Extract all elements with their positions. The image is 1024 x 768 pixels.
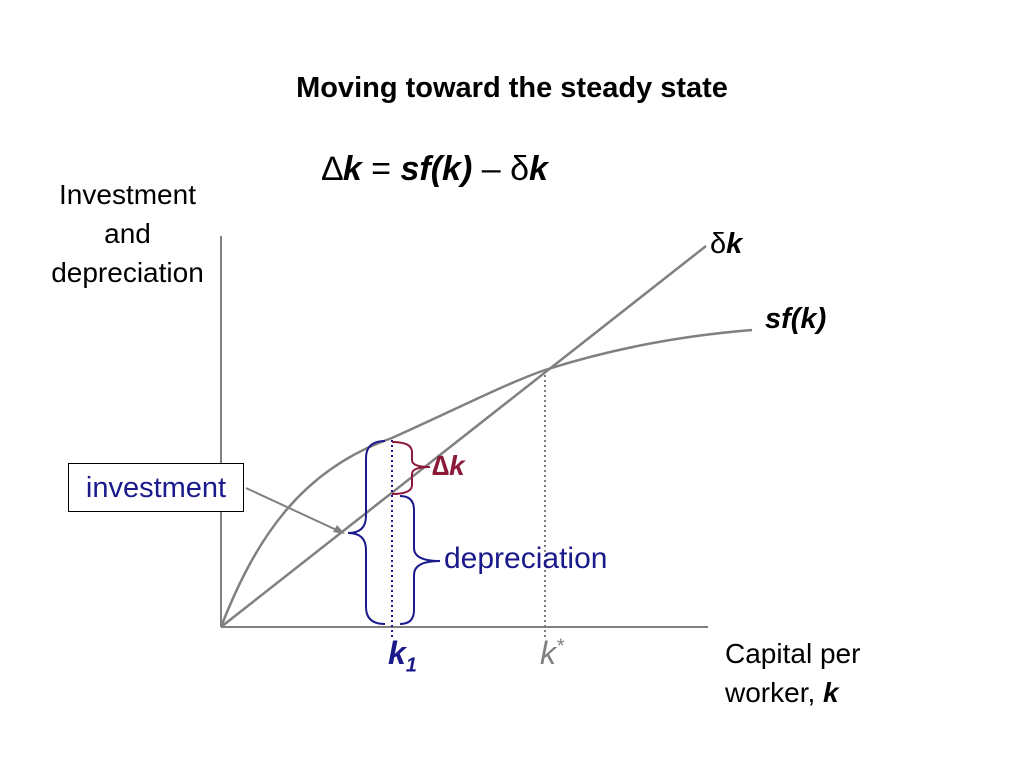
investment-arrowhead [333,525,345,534]
delta-k-symbol: ∆ [432,450,450,481]
eq-k: k [342,150,362,188]
depreciation-label: depreciation [444,542,608,575]
investment-curve [219,328,753,628]
kstar-main: k [540,635,556,671]
k1-subscript: 1 [405,654,417,677]
depreciation-brace [399,495,441,625]
eq-sfk: sf(k) [400,150,473,188]
investment-label-box: investment [68,463,244,512]
investment-pointer [245,487,344,534]
delta-symbol: δ [710,228,727,260]
k1-label: k1 [388,635,417,677]
eq-minus: – [472,150,511,188]
k-symbol: k [726,228,743,260]
x-axis-label-var: k [823,677,839,708]
x-axis-label: Capital per worker, k [725,634,860,712]
x-axis-label-prefix: worker, [725,677,824,708]
delta-k-var: k [449,450,465,481]
y-axis-label: Investment and depreciation [30,175,225,292]
steady-state-equation: ∆k = sf(k) – δk [322,150,548,189]
y-axis-label-line: Investment [59,179,196,210]
x-axis-label-line1: Capital per [725,638,861,669]
delta-k-label: ∆k [432,450,465,482]
k1-main: k [388,635,406,671]
kstar-superscript: * [556,635,564,658]
eq-k2: k [529,150,548,188]
depreciation-line [220,245,707,628]
kstar-label: k* [540,635,564,672]
eq-delta-symbol: ∆ [322,150,343,188]
y-axis-label-line: and [104,218,151,249]
eq-delta-lower: δ [510,150,530,188]
page-title: Moving toward the steady state [296,72,728,104]
delta-k-brace [391,441,431,495]
eq-equals: = [361,150,401,188]
y-axis-label-line: depreciation [51,257,204,288]
investment-brace [347,440,386,625]
investment-curve-label: sf(k) [765,303,827,335]
x-axis-label-line2: worker, k [725,673,860,712]
depreciation-curve-label: δk [710,228,742,261]
